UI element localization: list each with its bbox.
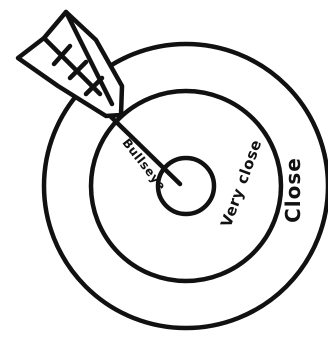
middle-ring-label: Very close xyxy=(217,137,265,229)
middle-ring xyxy=(91,91,281,281)
outer-ring-label: Close xyxy=(281,157,305,223)
